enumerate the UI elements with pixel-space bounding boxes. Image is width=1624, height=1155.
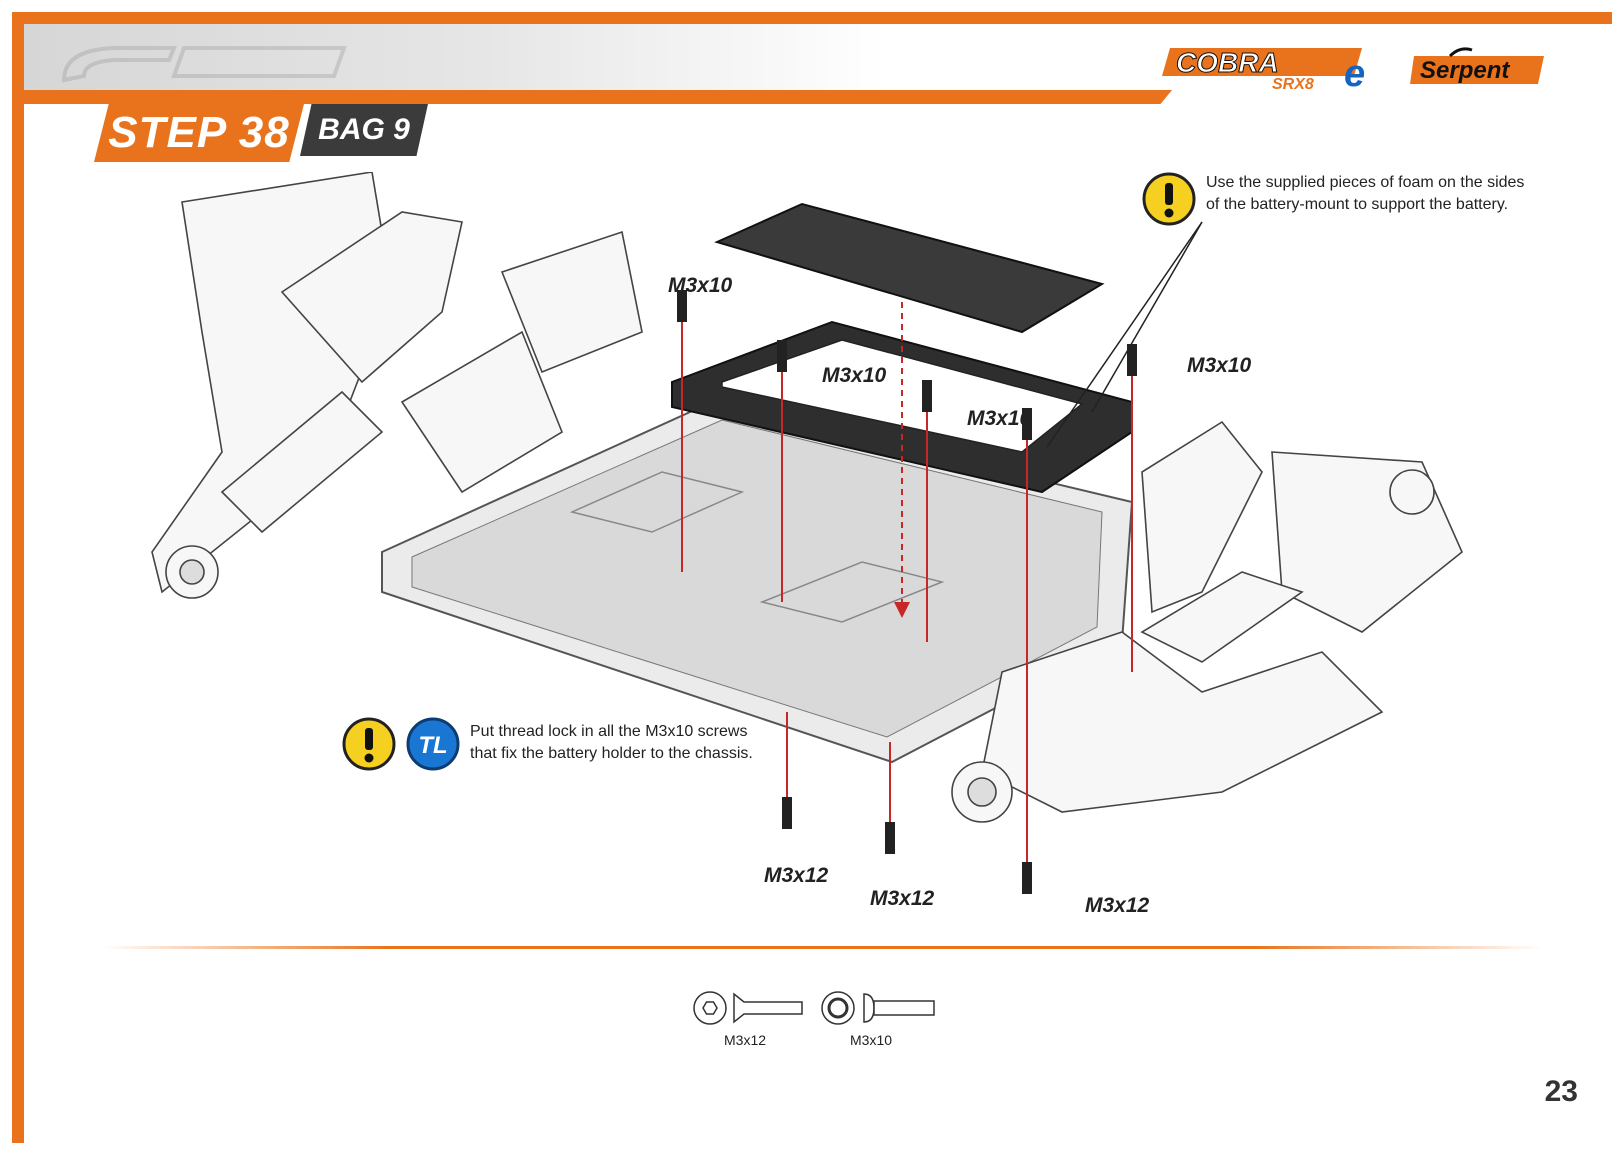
threadlock-callout-text: Put thread lock in all the M3x10 screws …: [470, 717, 753, 765]
chassis-plate: [381, 400, 1134, 764]
screw-m3x10-top-center: [922, 380, 932, 412]
part-label-m3x12: M3x12: [724, 1032, 767, 1048]
foam-callout-text: Use the supplied pieces of foam on the s…: [1206, 172, 1524, 216]
parts-legend: M3x12 M3x10: [692, 988, 952, 1048]
part-label-m3x10: M3x10: [850, 1032, 893, 1048]
foam-callout-leader-b: [1046, 221, 1203, 448]
cobra-logo-sub: SRX8: [1272, 76, 1314, 92]
foam-pad: [714, 202, 1105, 334]
button-head-screw-icon: [821, 991, 935, 1025]
bag-badge: BAG 9: [300, 104, 428, 156]
foam-callout-leader-a: [1091, 221, 1203, 413]
screw-label-bottom-right: M3x12: [1085, 894, 1150, 917]
watermark-logo-icon: [61, 46, 347, 83]
screw-m3x12-bottom-right: [1022, 862, 1032, 894]
page-frame: [12, 12, 1612, 1143]
threadlock-badge-text: TL: [418, 732, 447, 759]
cobra-logo: COBRA SRX8 e: [1162, 47, 1365, 92]
threadlock-callout: TL Put thread lock in all the M3x10 scre…: [342, 717, 753, 771]
foam-callout-line-1: Use the supplied pieces of foam on the s…: [1206, 174, 1525, 191]
screw-label-bottom-left: M3x12: [764, 864, 829, 887]
screw-m3x12-bottom-left: [782, 797, 792, 829]
foam-callout-line-2: of the battery-mount to support the batt…: [1206, 196, 1509, 213]
screw-m3x10-top-mid: [777, 340, 787, 372]
header-accent-line: [24, 90, 1172, 104]
section-divider: [102, 946, 1542, 949]
screw-m3x10-top-left: [677, 290, 687, 322]
page-number: 23: [1544, 1075, 1578, 1108]
screws: [677, 290, 1137, 894]
screw-m3x12-bottom-mid: [885, 822, 895, 854]
screw-m3x10-top-front: [1022, 408, 1032, 440]
chassis-assembly-drawing: [151, 172, 1463, 894]
rear-suspension: [151, 172, 643, 599]
threadlock-icon: TL: [406, 717, 460, 771]
threadlock-callout-line-1: Put thread lock in all the M3x10 screws: [470, 723, 748, 740]
foam-insert-arrowhead: [894, 602, 910, 618]
parts-legend-drawing: [693, 991, 935, 1025]
screw-label-top-right: M3x10: [1187, 354, 1252, 377]
screw-label-top-center: M3x10: [967, 407, 1032, 430]
screw-label-top-mid: M3x10: [822, 364, 887, 387]
foam-callout: Use the supplied pieces of foam on the s…: [1142, 172, 1524, 226]
threadlock-callout-line-2: that fix the battery holder to the chass…: [470, 745, 753, 762]
screw-label-bottom-mid: M3x12: [870, 887, 935, 910]
flat-head-screw-icon: [693, 991, 803, 1025]
screw-m3x10-top-right: [1127, 344, 1137, 376]
header-band: [24, 24, 1174, 90]
warning-icon: [342, 717, 396, 771]
step-badge: STEP 38: [94, 104, 304, 162]
cobra-logo-suffix: e: [1344, 53, 1365, 92]
cobra-logo-text: COBRA: [1176, 47, 1279, 78]
screw-label-top-left: M3x10: [668, 274, 733, 297]
front-suspension: [951, 420, 1463, 823]
serpent-logo: Serpent: [1410, 47, 1544, 84]
warning-icon: [1142, 172, 1196, 226]
serpent-logo-text: Serpent: [1420, 57, 1510, 84]
bag-label: BAG 9: [318, 113, 410, 146]
step-label: STEP 38: [108, 108, 290, 157]
